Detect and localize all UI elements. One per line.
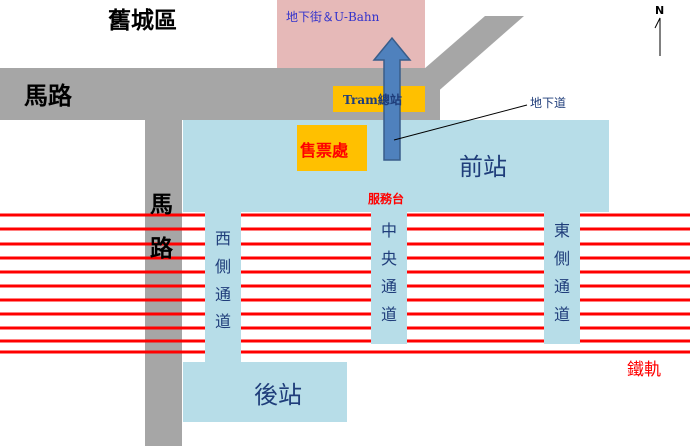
ticket-office-label: 售票處	[300, 141, 349, 160]
vertical-road-label-2: 路	[150, 235, 174, 262]
west-passage-char-1: 西	[215, 229, 231, 248]
ticket-office-box	[297, 125, 367, 171]
east-passage	[544, 210, 580, 344]
west-passage-char-3: 通	[215, 285, 231, 304]
east-passage-char-4: 道	[554, 305, 570, 324]
central-passage-char-2: 央	[381, 249, 397, 268]
east-passage-char-3: 通	[554, 277, 570, 296]
railway-tracks	[0, 213, 690, 354]
north-arrow-icon	[654, 17, 661, 56]
west-passage-char-4: 道	[215, 312, 231, 331]
central-passage-char-1: 中	[381, 221, 397, 240]
underground-street-label: 地下街＆U-Bahn	[286, 10, 380, 24]
tram-station-box	[333, 86, 425, 112]
underpass-arrow	[372, 36, 412, 161]
rear-station-hall	[183, 362, 347, 422]
old-town-label: 舊城區	[108, 7, 177, 34]
vertical-road	[145, 116, 182, 446]
north-label: N	[655, 4, 664, 17]
railway-label: 鐵軌	[627, 360, 661, 380]
west-passage	[205, 210, 241, 366]
central-passage-char-3: 通	[381, 277, 397, 296]
rear-station-label: 後站	[254, 381, 302, 409]
underpass-label: 地下道	[530, 96, 566, 110]
east-passage-char-2: 側	[554, 249, 570, 268]
underpass-callout-line	[393, 104, 528, 141]
central-passage-char-4: 道	[381, 305, 397, 324]
front-station-label: 前站	[459, 153, 507, 181]
west-passage-char-2: 側	[215, 257, 231, 276]
tram-station-label: Tram總站	[343, 92, 402, 107]
vertical-road-label-1: 馬	[150, 191, 173, 218]
central-passage	[371, 210, 407, 344]
east-passage-char-1: 東	[554, 221, 570, 240]
service-desk-label: 服務台	[368, 191, 404, 206]
horizontal-road-label: 馬路	[24, 81, 73, 110]
